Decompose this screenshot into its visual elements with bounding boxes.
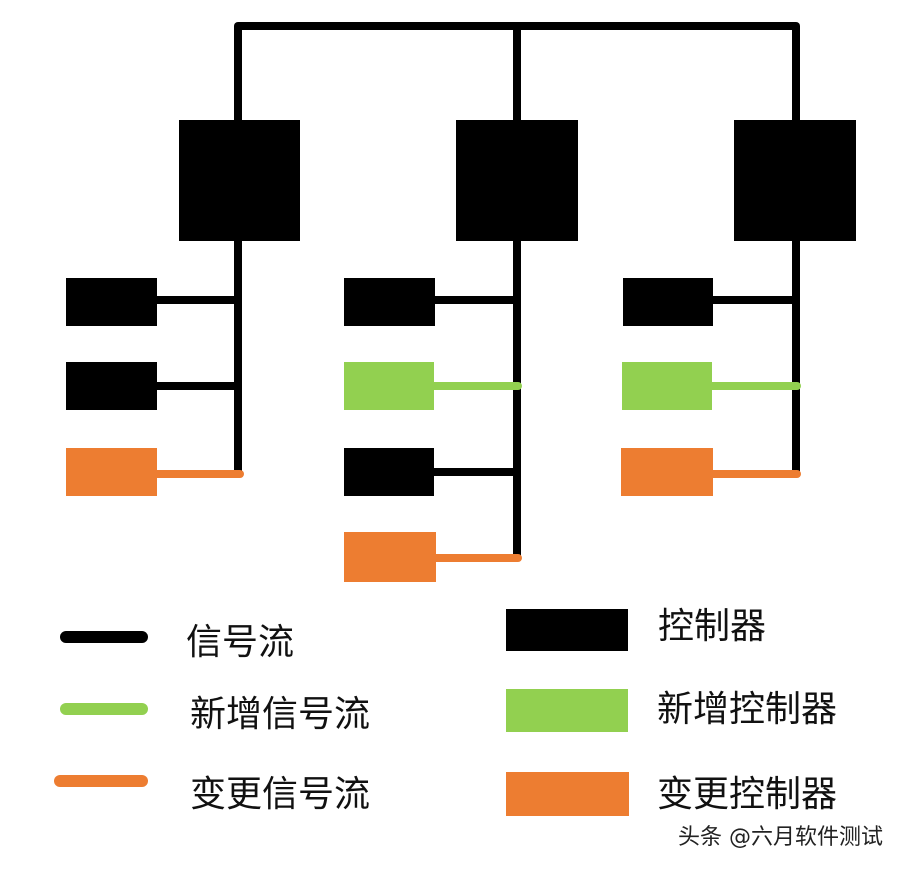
legend-changed-signal-flow-label: 变更信号流 [190, 774, 371, 815]
new-sub-controller [344, 362, 434, 410]
watermark-text: 头条 @六月软件测试 [678, 825, 883, 850]
sub-controller [344, 278, 435, 326]
changed-sub-controller [344, 532, 436, 582]
legend-new-controller-label: 新增控制器 [657, 689, 838, 730]
legend-signal-flow-label: 信号流 [186, 622, 295, 663]
sub-controller [344, 448, 434, 496]
legend-new-controller-swatch [506, 689, 628, 732]
main-controller-right [734, 120, 856, 241]
main-controller-middle [456, 120, 578, 241]
main-controller-left [179, 120, 300, 241]
sub-controller [66, 362, 157, 410]
new-sub-controller [622, 362, 712, 410]
legend-new-signal-flow-label: 新增信号流 [190, 694, 371, 735]
legend-changed-controller-swatch [506, 772, 629, 816]
changed-sub-controller [621, 448, 713, 496]
legend-controller-label: 控制器 [658, 606, 767, 647]
legend-controller-swatch [506, 609, 628, 651]
sub-controller [66, 278, 157, 326]
changed-sub-controller [66, 448, 157, 496]
sub-controller [623, 278, 713, 326]
legend-changed-controller-label: 变更控制器 [657, 774, 838, 815]
